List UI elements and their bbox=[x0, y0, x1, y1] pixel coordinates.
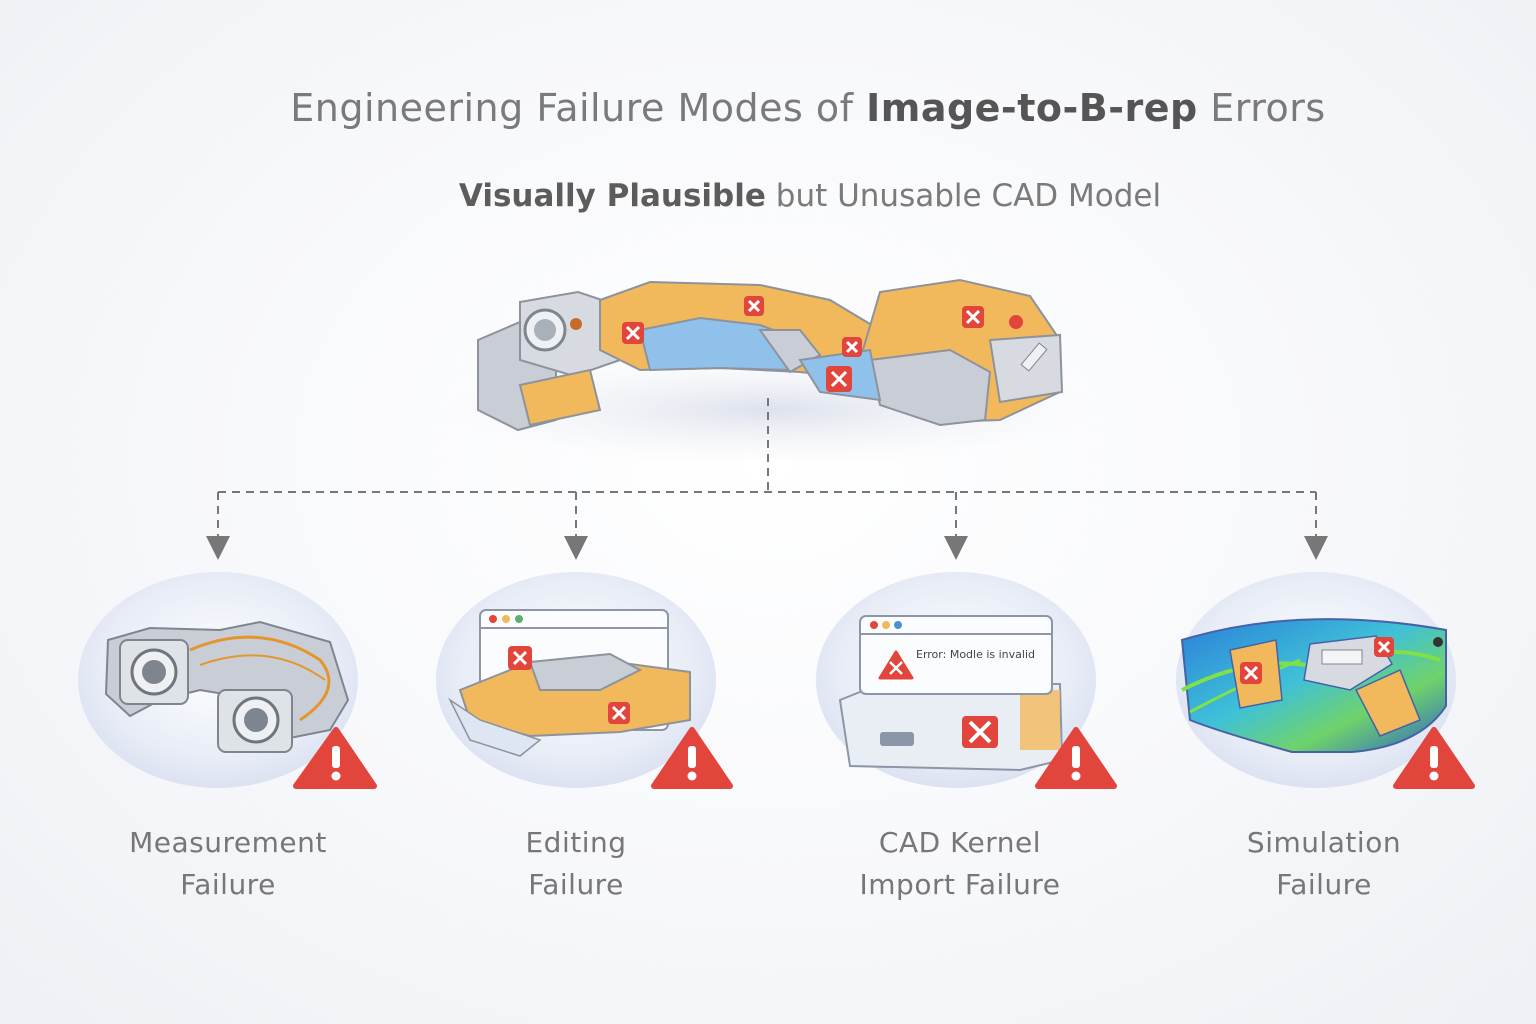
warning-icon bbox=[651, 727, 733, 789]
model-error-marker bbox=[622, 322, 644, 344]
model-error-marker bbox=[842, 337, 862, 357]
sim-error-marker bbox=[1374, 637, 1394, 657]
error-dialog-text: Error: Modle is invalid bbox=[916, 648, 1035, 661]
simulation-failure-illustration bbox=[1176, 572, 1475, 789]
edit-error-marker bbox=[508, 646, 532, 670]
model-error-marker bbox=[744, 296, 764, 316]
model-error-marker bbox=[826, 366, 852, 392]
edit-error-marker bbox=[608, 702, 630, 724]
central-cad-model bbox=[440, 278, 1100, 465]
label-measurement-failure: Measurement Failure bbox=[129, 826, 327, 901]
model-error-marker bbox=[962, 306, 984, 328]
cad-kernel-failure-illustration: Error: Modle is invalid bbox=[816, 572, 1117, 789]
error-dialog-icon: Error: Modle is invalid bbox=[859, 615, 1053, 695]
page-subtitle: Visually Plausible but Unusable CAD Mode… bbox=[458, 178, 1162, 214]
cad-block bbox=[838, 683, 1064, 772]
page-title: Engineering Failure Modes of Image-to-B-… bbox=[290, 86, 1326, 130]
sim-error-marker bbox=[1240, 662, 1262, 684]
warning-icon bbox=[1393, 727, 1475, 789]
branch-connectors bbox=[206, 398, 1328, 560]
simulation-mesh-icon bbox=[1180, 618, 1447, 753]
label-simulation-failure: Simulation Failure bbox=[1246, 826, 1402, 901]
part-with-holes-icon bbox=[104, 620, 350, 753]
warning-icon bbox=[1035, 727, 1117, 789]
label-cad-kernel-import-failure: CAD Kernel Import Failure bbox=[859, 826, 1061, 901]
label-editing-failure: Editing Failure bbox=[525, 826, 627, 901]
warning-icon bbox=[293, 727, 377, 789]
editor-window-icon bbox=[448, 609, 691, 757]
measurement-failure-illustration bbox=[78, 572, 377, 789]
editing-failure-illustration bbox=[436, 572, 733, 789]
import-error-marker bbox=[962, 716, 998, 748]
